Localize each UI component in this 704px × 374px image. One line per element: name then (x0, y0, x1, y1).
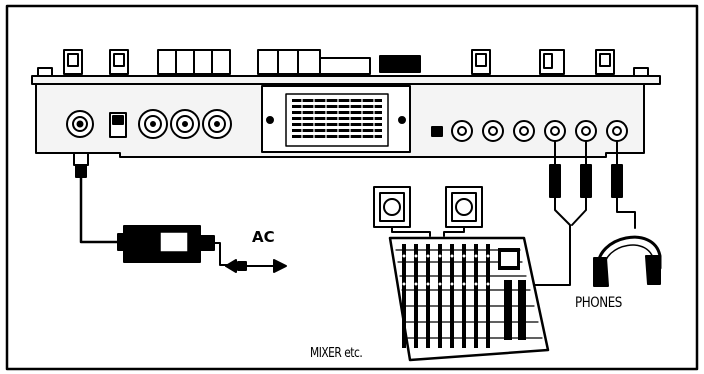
output-cables (523, 140, 636, 286)
small-switch (431, 126, 443, 137)
dc-plug (73, 152, 89, 178)
ac-adapter-icon (117, 225, 215, 263)
frame-border (5, 4, 699, 371)
top-connectors (37, 49, 649, 77)
speaker-left-icon (373, 186, 411, 228)
speaker-right-icon (445, 186, 483, 228)
midi-sockets (138, 109, 232, 139)
output-jacks (451, 120, 628, 142)
ac-label: AC (252, 228, 275, 246)
mixer-label: MIXER etc. (310, 346, 363, 361)
ac-cable (213, 242, 233, 266)
vent-grille (261, 85, 411, 153)
dc-cable (79, 175, 126, 244)
headphones-icon (593, 235, 662, 287)
mixer-icon (388, 236, 550, 362)
phones-label: PHONES (575, 295, 622, 311)
dc-in-jack (66, 110, 94, 138)
